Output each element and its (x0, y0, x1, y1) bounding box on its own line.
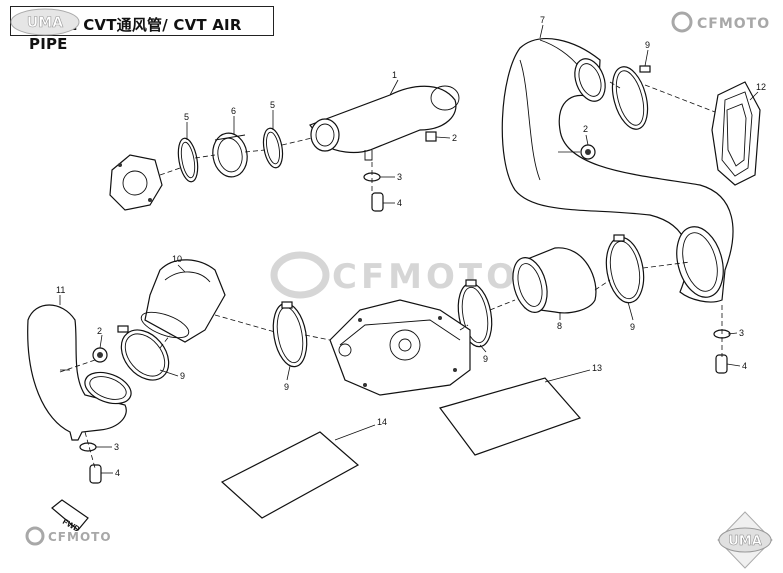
part-1-pipe (309, 85, 460, 161)
part-9-clamp-left (117, 325, 170, 381)
callout-10: 10 (172, 254, 182, 264)
callout-9-left: 9 (180, 371, 185, 381)
callout-8: 8 (557, 321, 562, 331)
callout-4-left: 4 (115, 468, 120, 478)
part-6-coupler (212, 132, 248, 178)
cfmoto-text-bottom-left: CFMOTO (48, 530, 112, 544)
part-12-boot (711, 81, 761, 186)
cfmoto-logo-top-right: CFMOTO (671, 11, 770, 33)
callout-5-a: 5 (184, 112, 189, 122)
part-11-left-duct (27, 304, 132, 441)
part-9-clamp-top (611, 65, 651, 130)
callout-9-top: 9 (645, 40, 650, 50)
upper-left-cover (109, 154, 163, 211)
part-13-label-sticker (438, 377, 582, 456)
callout-5-b: 5 (270, 100, 275, 110)
callout-13: 13 (592, 363, 602, 373)
uma-logo-top-left: UMA (10, 8, 80, 36)
uma-logo-text-br: UMA (728, 534, 762, 549)
part-2-fitting-upper (425, 131, 437, 142)
callout-4-right: 4 (742, 361, 747, 371)
callout-4-upper: 4 (397, 198, 402, 208)
assembly-lines (59, 81, 723, 469)
callout-3-upper: 3 (397, 172, 402, 182)
part-2-valve-right (558, 144, 596, 160)
part-8-coupler (512, 247, 597, 314)
callout-2-left: 2 (97, 326, 102, 336)
uma-logo-bottom-right: UMA (717, 511, 773, 569)
part-9-clamp-center-left (272, 301, 308, 368)
fwd-direction-marker: FWD (51, 499, 89, 534)
cfmoto-logo-bottom-left: CFMOTO (25, 526, 112, 546)
part-2-valve-left (92, 347, 108, 363)
part-5-clamp-a (177, 137, 199, 183)
callout-1: 1 (392, 70, 397, 80)
callout-3-left: 3 (114, 442, 119, 452)
callout-9-center: 9 (483, 354, 488, 364)
part-4-hose-upper (371, 192, 384, 212)
part-10-elbow (140, 259, 226, 343)
page-title: F00-2 CVT通风管/ CVT AIR PIPE (29, 16, 242, 53)
callout-12: 12 (756, 82, 766, 92)
part-4-hose-right (715, 354, 728, 374)
cvt-cover (329, 299, 471, 396)
callout-3-right: 3 (739, 328, 744, 338)
part-9-clamp-mid-right (605, 234, 645, 304)
callout-9-center-left: 9 (284, 382, 289, 392)
callout-numbers: 1 2 2 2 3 3 3 4 4 4 5 5 6 7 8 9 9 9 9 9 … (56, 15, 766, 478)
uma-logo-text: UMA (27, 15, 63, 31)
callout-11: 11 (56, 285, 65, 295)
callout-9-mid-right: 9 (630, 322, 635, 332)
pipe-end-top (574, 58, 606, 102)
callout-2-upper: 2 (452, 133, 457, 143)
part-5-clamp-b (262, 127, 284, 169)
callout-2-right: 2 (583, 124, 588, 134)
callout-14: 14 (377, 417, 387, 427)
cfmoto-watermark-center: CFMOTO (270, 251, 519, 299)
part-4-hose-left (89, 464, 102, 484)
part-14-label-sticker (220, 431, 360, 519)
callout-7: 7 (540, 15, 545, 25)
cfmoto-watermark-text: CFMOTO (332, 257, 519, 297)
cfmoto-text-top-right: CFMOTO (697, 16, 770, 32)
callout-6: 6 (231, 106, 236, 116)
callout-leaders (59, 24, 759, 474)
